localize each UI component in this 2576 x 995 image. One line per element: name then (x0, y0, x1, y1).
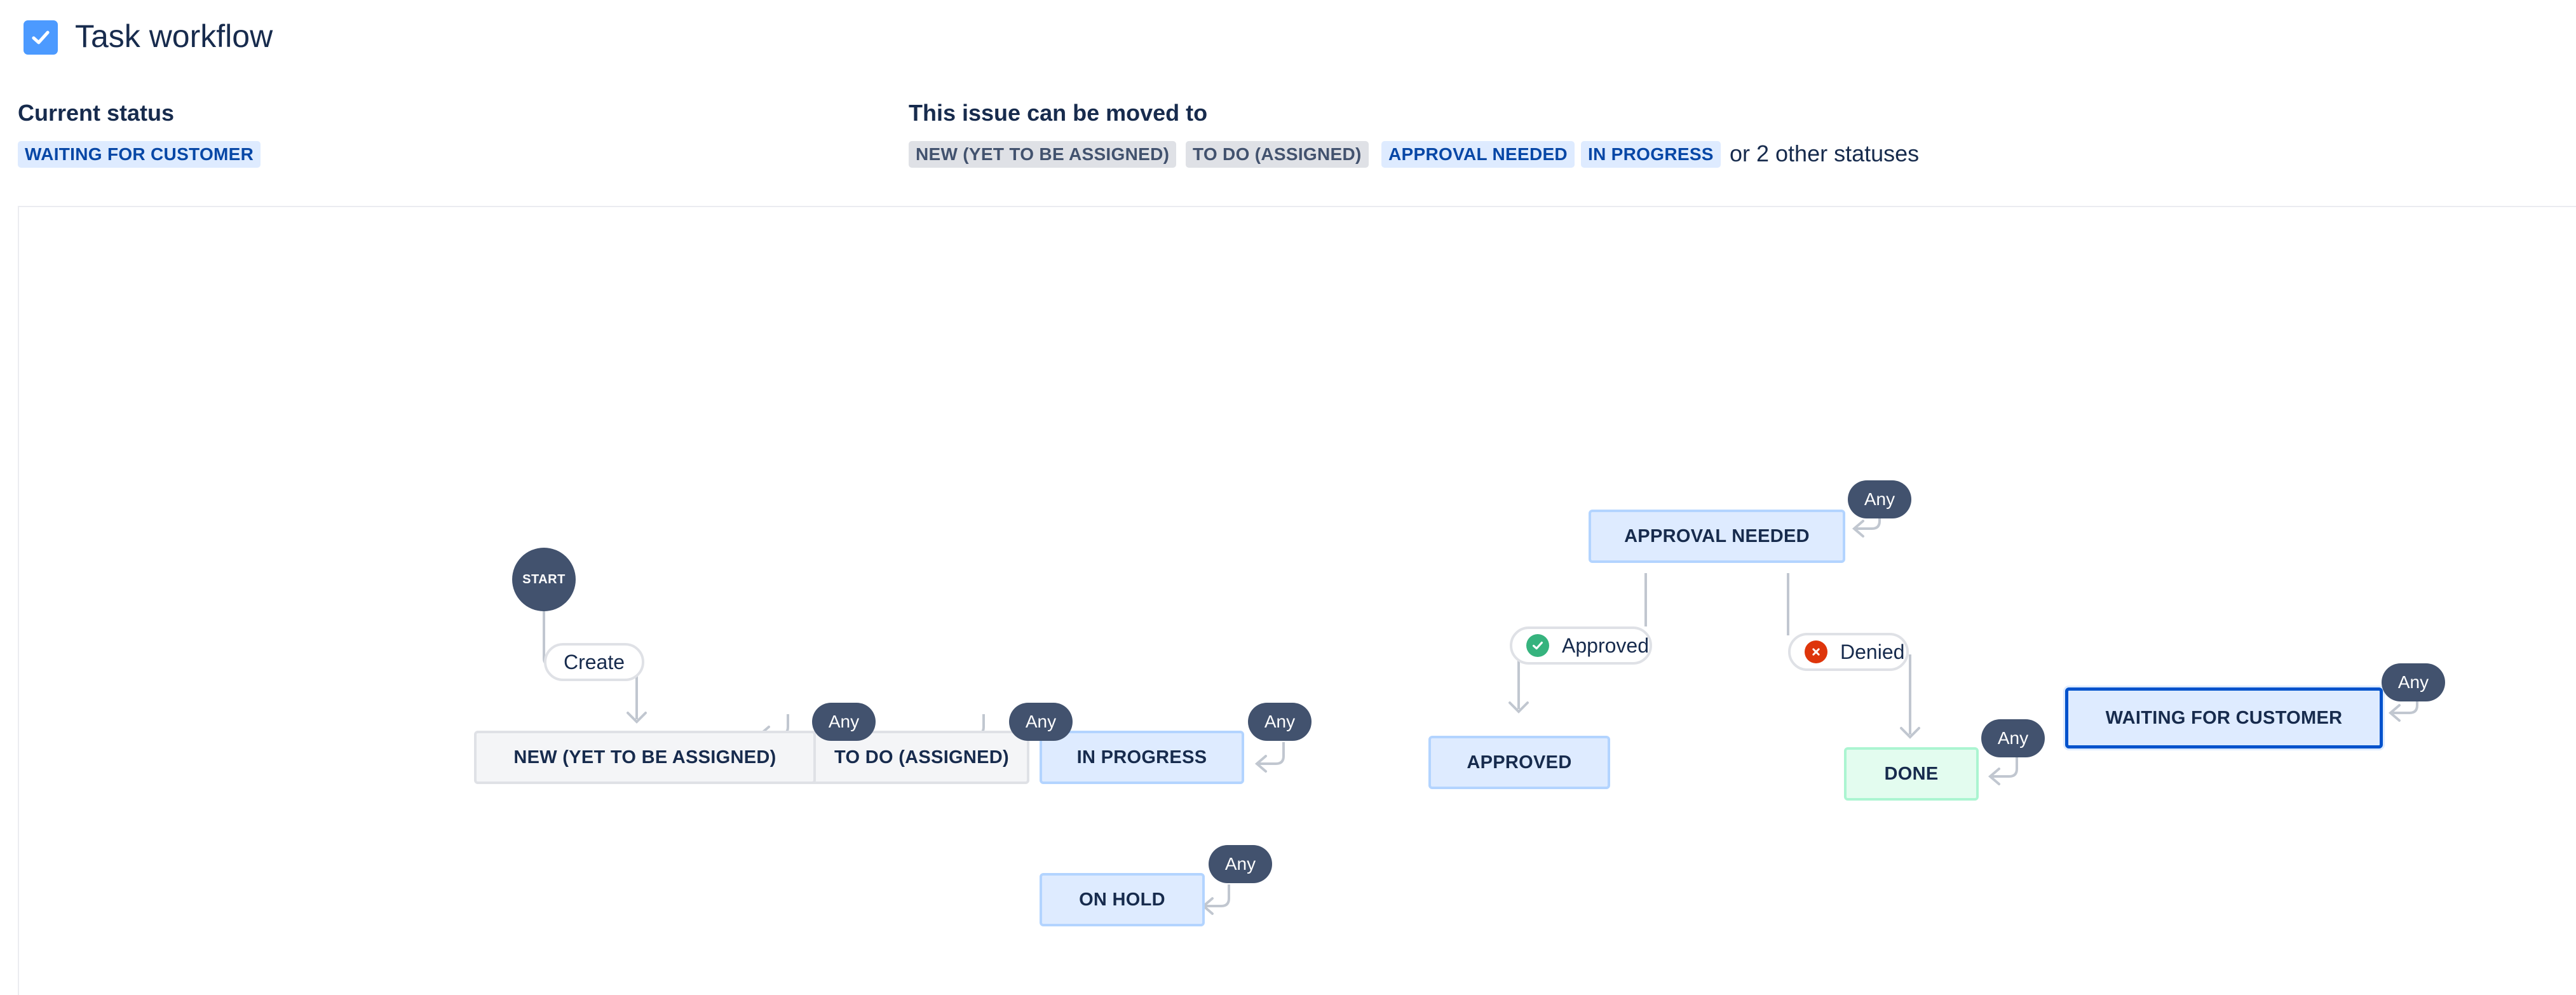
diagram-edges (543, 507, 2418, 915)
any-transition-done[interactable]: Any (1981, 719, 2045, 757)
transition-option-approval-needed[interactable]: APPROVAL NEEDED (1381, 141, 1575, 168)
denied-transition-label: Denied (1840, 640, 1905, 663)
any-transition-approval-needed[interactable]: Any (1848, 480, 1911, 518)
start-node: START (512, 548, 576, 611)
any-transition-on-hold[interactable]: Any (1209, 845, 1272, 883)
transition-option-in-progress[interactable]: IN PROGRESS (1581, 141, 1721, 168)
current-status-lozenge: WAITING FOR CUSTOMER (18, 141, 261, 168)
denied-transition[interactable]: Denied (1788, 633, 1909, 671)
other-statuses-link[interactable]: or 2 other statuses (1730, 140, 1920, 166)
status-node-approved[interactable]: APPROVED (1428, 736, 1610, 789)
status-node-new[interactable]: NEW (YET TO BE ASSIGNED) (474, 731, 816, 784)
status-node-in-progress[interactable]: IN PROGRESS (1040, 731, 1244, 784)
create-transition[interactable]: Create (544, 643, 644, 681)
current-status-label: Current status (18, 100, 175, 126)
any-transition-in-progress[interactable]: Any (1248, 703, 1312, 741)
any-transition-todo[interactable]: Any (812, 703, 876, 741)
checkbox-checked-icon (24, 20, 58, 55)
workflow-diagram: START Create TO DO (ASSIGNED) NEW (YET T… (18, 206, 2576, 995)
transitions-label: This issue can be moved to (909, 100, 1208, 126)
cross-circle-icon (1805, 640, 1827, 663)
any-transition-waiting-for-customer[interactable]: Any (2382, 663, 2445, 701)
any-transition-in-progress-left[interactable]: Any (1009, 703, 1073, 741)
check-circle-icon (1526, 634, 1549, 657)
status-node-waiting-for-customer[interactable]: WAITING FOR CUSTOMER (2065, 687, 2383, 748)
page-title: Task workflow (75, 18, 273, 54)
approved-transition[interactable]: Approved (1510, 626, 1652, 665)
approved-transition-label: Approved (1562, 633, 1649, 657)
status-node-done[interactable]: DONE (1844, 747, 1979, 801)
status-node-on-hold[interactable]: ON HOLD (1040, 873, 1205, 926)
status-node-todo[interactable]: TO DO (ASSIGNED) (804, 731, 1029, 784)
status-node-approval-needed[interactable]: APPROVAL NEEDED (1589, 510, 1845, 563)
transition-option-new[interactable]: NEW (YET TO BE ASSIGNED) (909, 141, 1177, 168)
transition-option-todo[interactable]: TO DO (ASSIGNED) (1186, 141, 1369, 168)
